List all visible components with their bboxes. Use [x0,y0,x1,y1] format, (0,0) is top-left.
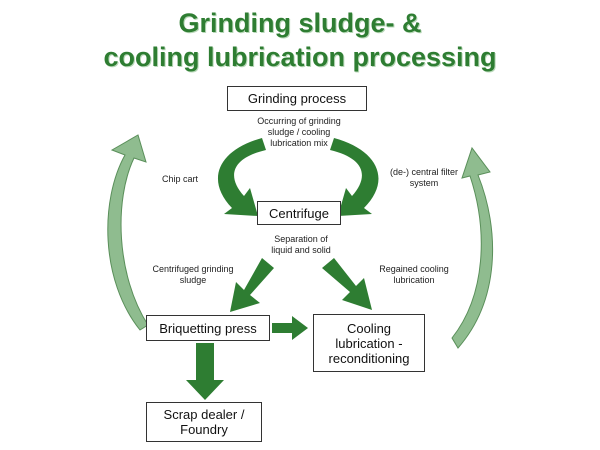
right-return-arrow [451,146,494,349]
scrap-dealer-box: Scrap dealer / Foundry [146,402,262,442]
to-briquetting-arrow [230,258,274,312]
press-to-reconditioning-arrow [272,316,308,340]
briquetting-press-box: Briquetting press [146,315,270,341]
press-to-scrap-arrow [186,343,224,400]
left-return-arrow [107,134,149,331]
title-line-2: cooling lubrication processing [103,42,497,72]
central-filter-label: (de-) central filter system [389,167,459,188]
diagram-title: Grinding sludge- & cooling lubrication p… [0,6,600,74]
regained-cooling-label: Regained cooling lubrication [379,264,449,285]
filter-system-arrow [330,138,379,216]
title-line-1: Grinding sludge- & [178,8,422,38]
occurring-label: Occurring of grinding sludge / cooling l… [257,116,341,148]
to-reconditioning-arrow [322,258,372,310]
grinding-process-box: Grinding process [227,86,367,111]
cooling-reconditioning-box: Cooling lubrication - reconditioning [313,314,425,372]
chip-cart-label: Chip cart [161,174,198,184]
separation-label: Separation of liquid and solid [271,234,331,255]
centrifuged-sludge-label: Centrifuged grinding sludge [152,264,234,285]
chip-cart-arrow [217,138,266,216]
centrifuge-box: Centrifuge [257,201,341,225]
